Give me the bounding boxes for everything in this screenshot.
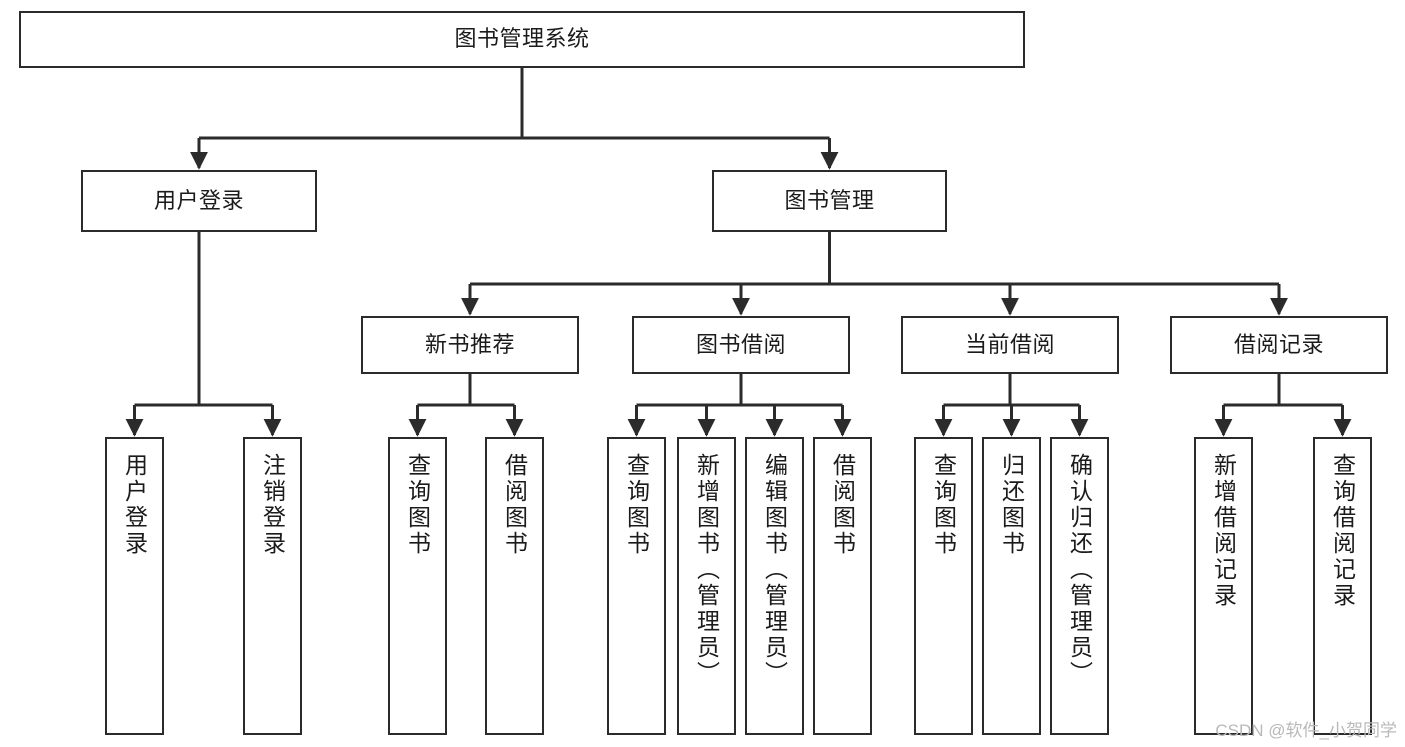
node-label: 借阅图书 — [829, 453, 856, 557]
node-leaf-return-book[interactable]: 归还图书 — [982, 437, 1041, 735]
node-label: 注销登录 — [259, 453, 286, 557]
node-root[interactable]: 图书管理系统 — [19, 11, 1025, 68]
node-label: 编辑图书（管理员） — [761, 453, 788, 687]
node-label: 用户登录 — [121, 453, 148, 557]
node-label: 归还图书 — [998, 453, 1025, 557]
csdn-watermark: CSDN @软件_小贺同学 — [1215, 721, 1397, 740]
node-borrow-record[interactable]: 借阅记录 — [1170, 316, 1388, 374]
node-label: 图书借阅 — [695, 331, 786, 357]
node-label: 借阅记录 — [1233, 331, 1324, 357]
node-user-login[interactable]: 用户登录 — [81, 170, 317, 232]
node-label: 用户登录 — [153, 187, 244, 213]
node-leaf-borrow-book-1[interactable]: 借阅图书 — [485, 437, 544, 735]
node-leaf-add-book[interactable]: 新增图书（管理员） — [677, 437, 736, 735]
node-label: 新增借阅记录 — [1210, 453, 1237, 609]
node-leaf-borrow-book-2[interactable]: 借阅图书 — [813, 437, 872, 735]
node-label: 新书推荐 — [424, 331, 515, 357]
node-label: 图书管理 — [784, 187, 875, 213]
node-leaf-query-book-2[interactable]: 查询图书 — [607, 437, 666, 735]
node-label: 查询图书 — [404, 453, 431, 557]
node-leaf-user-login[interactable]: 用户登录 — [105, 437, 164, 735]
node-label: 借阅图书 — [501, 453, 528, 557]
node-leaf-query-book-3[interactable]: 查询图书 — [914, 437, 973, 735]
node-leaf-add-record[interactable]: 新增借阅记录 — [1194, 437, 1253, 735]
node-label: 当前借阅 — [964, 331, 1055, 357]
node-current-borrow[interactable]: 当前借阅 — [901, 316, 1119, 374]
node-leaf-query-record[interactable]: 查询借阅记录 — [1313, 437, 1372, 735]
node-label: 图书管理系统 — [454, 26, 590, 52]
node-label: 查询借阅记录 — [1329, 453, 1356, 609]
node-label: 查询图书 — [930, 453, 957, 557]
node-book-manage[interactable]: 图书管理 — [712, 170, 947, 232]
node-leaf-logout[interactable]: 注销登录 — [243, 437, 302, 735]
node-leaf-confirm-return[interactable]: 确认归还（管理员） — [1050, 437, 1109, 735]
node-label: 确认归还（管理员） — [1066, 453, 1093, 687]
node-label: 查询图书 — [623, 453, 650, 557]
node-book-borrow[interactable]: 图书借阅 — [632, 316, 850, 374]
node-label: 新增图书（管理员） — [693, 453, 720, 687]
node-new-book-rec[interactable]: 新书推荐 — [361, 316, 579, 374]
node-leaf-edit-book[interactable]: 编辑图书（管理员） — [745, 437, 804, 735]
node-leaf-query-book-1[interactable]: 查询图书 — [388, 437, 447, 735]
